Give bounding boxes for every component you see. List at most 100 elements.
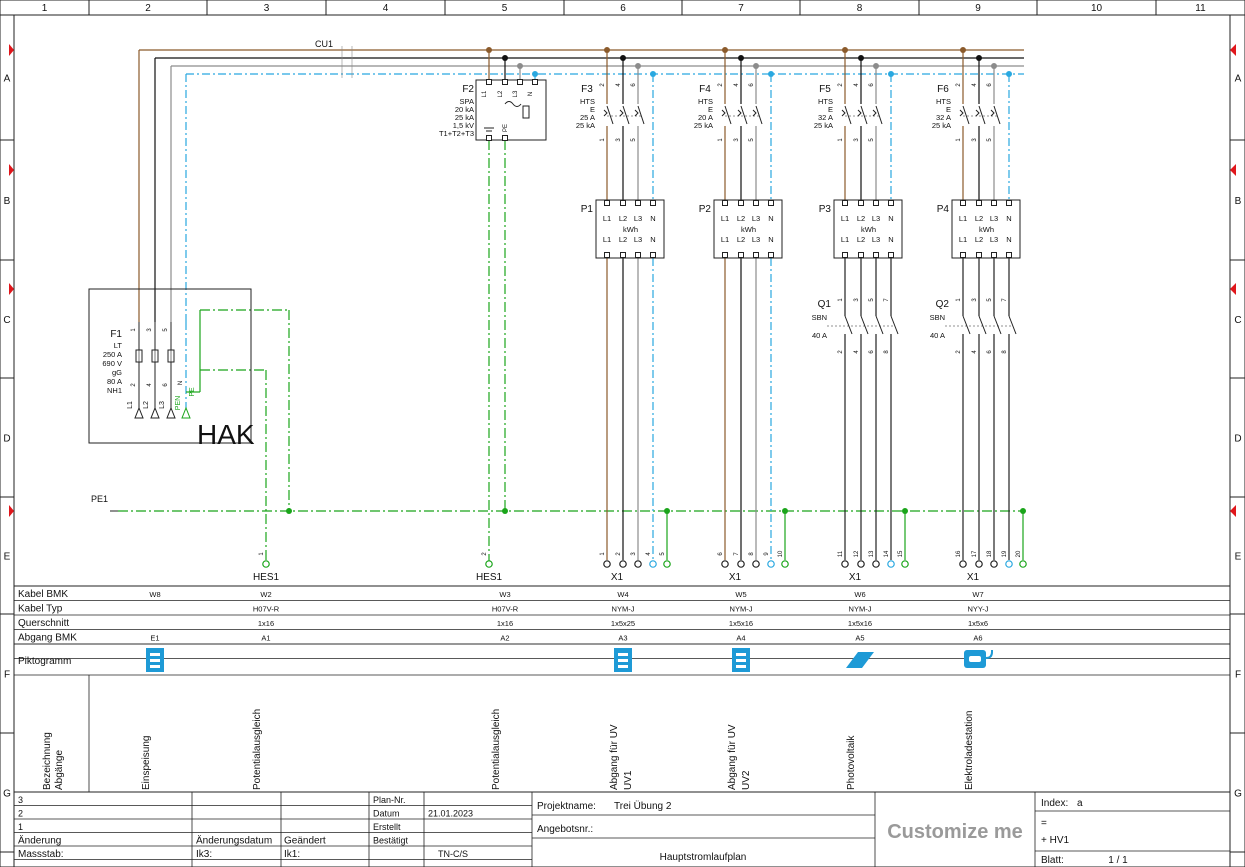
terminal-ring (781, 560, 789, 568)
pin-number: 3 (854, 298, 860, 302)
meter-terminal-label: N (1006, 235, 1011, 244)
trip-symbol (634, 109, 639, 117)
revision-row: 2 (18, 809, 23, 819)
bezeichnung-text: UV1 (623, 770, 634, 790)
pin-square (960, 200, 966, 206)
switch-contact (962, 315, 971, 335)
row-marker-left (9, 164, 14, 176)
pin-number: 1 (718, 138, 724, 142)
breaker-type: HTS (818, 97, 833, 106)
spd-box (475, 79, 547, 141)
meter-terminal-label: N (650, 235, 655, 244)
meter-tag: P3 (819, 204, 832, 215)
terminal-ring (857, 560, 865, 568)
pin-square (738, 252, 744, 258)
pin-number: 4 (854, 350, 860, 354)
switch-tag: Q1 (818, 299, 832, 310)
pin-number: 3 (972, 138, 978, 142)
title-label: Ik3: (196, 849, 212, 860)
table-cell: 1x5x25 (611, 619, 635, 628)
row-marker-right (1230, 505, 1236, 517)
revision-row: 3 (18, 795, 23, 805)
breaker-tag: F5 (819, 84, 831, 95)
meter-terminal-label: L2 (619, 235, 627, 244)
terminal-ring (841, 560, 849, 568)
pin-square (517, 79, 523, 85)
bezeichnung-text: Abgang für UV (727, 724, 738, 790)
terminal-ring (603, 560, 611, 568)
terminal-number: 17 (972, 550, 978, 557)
table-cell: A6 (973, 634, 982, 643)
pin-number: 3 (972, 298, 978, 302)
pin-square (991, 252, 997, 258)
row-marker-left (9, 505, 14, 517)
junction-dot (486, 47, 492, 53)
breaker-contact (993, 105, 1001, 125)
terminal-strip-label: X1 (967, 572, 980, 583)
terminal-ring (1005, 560, 1013, 568)
pin-number: 4 (147, 383, 153, 387)
terminal-number: 2 (482, 552, 488, 556)
trip-symbol (857, 109, 862, 117)
pin-square (722, 252, 728, 258)
column-number: 2 (145, 3, 151, 14)
column-number: 4 (383, 3, 389, 14)
pin-square (842, 200, 848, 206)
row-letter: B (1235, 196, 1242, 207)
pin-number: 6 (869, 350, 875, 354)
contact-gap (605, 104, 609, 126)
terminal-number: 4 (646, 552, 652, 556)
pin-number: 1 (838, 138, 844, 142)
table-row-header: Piktogramm (18, 656, 71, 667)
pin-number: 5 (749, 138, 755, 142)
meter-terminal-label: N (650, 214, 655, 223)
ev-charger-icon (964, 650, 993, 668)
f2-spec: 1,5 kV (453, 121, 474, 130)
energy-meter-box (713, 199, 783, 259)
pin-number: 2 (838, 83, 844, 87)
terminal-number: 20 (1016, 550, 1022, 557)
solar-panel-icon (846, 652, 874, 668)
pin-square (888, 200, 894, 206)
pen-entry-triangle (181, 406, 191, 419)
pin-square (858, 252, 864, 258)
pin-number: 5 (987, 138, 993, 142)
contact-gap (961, 104, 965, 126)
title-label: Blatt: (1041, 855, 1064, 866)
hak-label: HAK (197, 419, 255, 450)
contact-gap (754, 104, 758, 126)
meter-terminal-label: L3 (872, 214, 880, 223)
pin-square (635, 252, 641, 258)
column-number: 6 (620, 3, 626, 14)
pin-number: 2 (956, 350, 962, 354)
switch-rating: 40 A (930, 331, 945, 340)
table-cell: 1x5x16 (848, 619, 872, 628)
breaker-spec: 32 A (936, 113, 951, 122)
meter-terminal-label: N (768, 214, 773, 223)
bezeichnung-text: UV2 (741, 770, 752, 790)
breaker-contact (724, 105, 732, 125)
pin-square (620, 252, 626, 258)
meter-terminal-label: L3 (990, 235, 998, 244)
pin-label: N (528, 92, 534, 96)
breaker-contact (978, 105, 986, 125)
row-marker-right (1230, 283, 1236, 295)
pin-number: N (178, 381, 184, 385)
meter-unit: kWh (741, 225, 756, 234)
contact-gap (739, 104, 743, 126)
title-label: Änderungsdatum (196, 835, 272, 847)
project-name: Trei Übung 2 (614, 800, 672, 812)
f2-spec: SPA (460, 97, 474, 106)
pin-number: 5 (163, 328, 169, 332)
breaker-spec: E (708, 105, 713, 114)
pe-label: PE (189, 387, 196, 397)
switch-contact (993, 315, 1002, 335)
pin-number: 4 (972, 350, 978, 354)
pin-number: 4 (972, 83, 978, 87)
pin-square (486, 79, 492, 85)
meter-unit: kWh (623, 225, 638, 234)
table-cell: H07V-R (253, 605, 280, 614)
meter-tag: P4 (937, 204, 950, 215)
